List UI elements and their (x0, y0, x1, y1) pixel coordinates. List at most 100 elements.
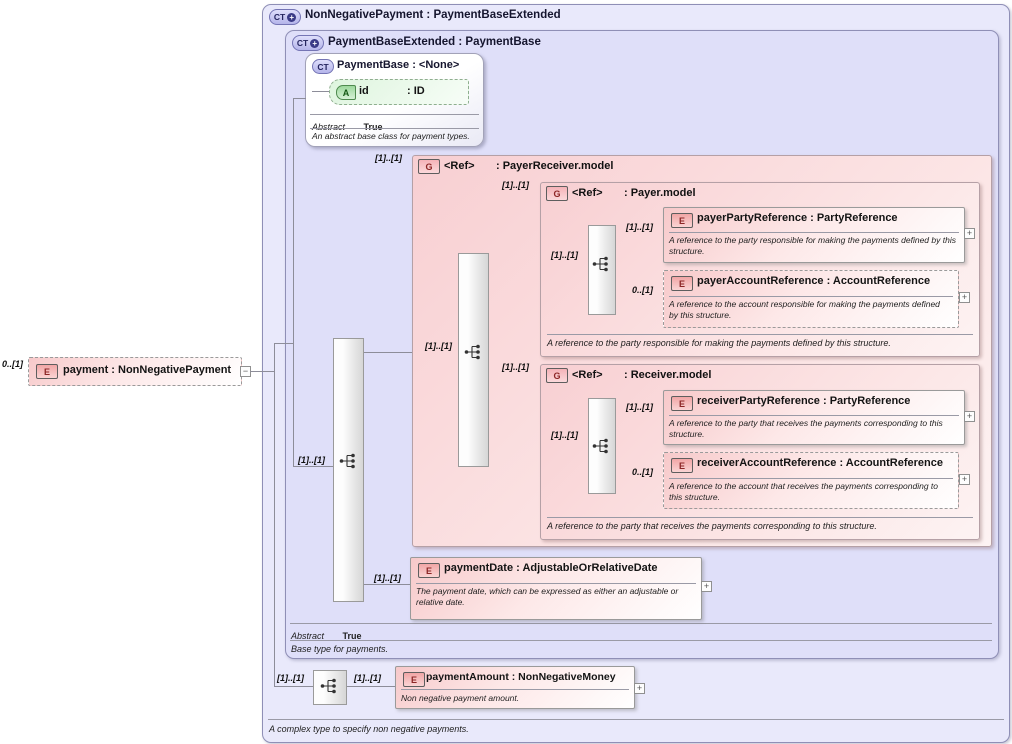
element-divider (669, 232, 959, 233)
expand-button[interactable]: + (701, 581, 712, 592)
paymentamount-title: paymentAmount : NonNegativeMoney (426, 671, 616, 683)
element-paymentamount[interactable]: E paymentAmount : NonNegativeMoney Non n… (395, 666, 635, 709)
payer-group-doc: A reference to the party responsible for… (547, 338, 891, 348)
connector-line (363, 584, 411, 585)
connector-line (345, 686, 395, 687)
abstract-label: Abstract (312, 122, 346, 132)
sequence-icon (320, 678, 336, 694)
receiveraccount-doc: A reference to the account that receives… (669, 481, 939, 503)
receiver-ref: <Ref> (572, 369, 603, 381)
paymentbase-doc: An abstract base class for payment types… (312, 131, 470, 141)
element-badge: E (671, 458, 693, 473)
connector-line (274, 343, 294, 344)
group-badge: G (546, 186, 568, 201)
attribute-type: : ID (407, 85, 425, 97)
derived-plus-icon: + (310, 38, 320, 48)
paymentbase-title: PaymentBase : <None> (337, 59, 460, 71)
element-badge: E (418, 563, 440, 578)
cardinality-receiveraccount: 0..[1] (632, 467, 654, 477)
element-divider (669, 478, 953, 479)
receiver-footer-divider (547, 517, 973, 518)
sequence-compositor (313, 670, 347, 705)
cardinality-base-sequence: [1]..[1] (298, 455, 325, 465)
element-paymentdate[interactable]: E paymentDate : AdjustableOrRelativeDate… (410, 557, 702, 620)
element-badge: E (671, 396, 693, 411)
receiver-group-doc: A reference to the party that receives t… (547, 521, 877, 531)
cardinality-payerparty: [1]..[1] (626, 222, 653, 232)
element-receiveraccountreference[interactable]: E receiverAccountReference : AccountRefe… (663, 452, 959, 509)
element-badge-label: E (678, 398, 685, 409)
group-badge: G (418, 159, 440, 174)
cardinality-receiver-sequence: [1]..[1] (551, 430, 578, 440)
element-badge: E (671, 213, 693, 228)
cardinality-payerreceiver-group: [1]..[1] (375, 153, 402, 163)
payeraccount-title: payerAccountReference : AccountReference (697, 275, 931, 287)
group-badge-label: G (553, 188, 561, 199)
abstract-divider-top (290, 623, 992, 624)
sequence-compositor (333, 338, 364, 602)
element-badge-label: E (410, 674, 417, 685)
element-divider (669, 415, 959, 416)
element-divider (416, 583, 696, 584)
receiverparty-doc: A reference to the party that receives t… (669, 418, 943, 440)
element-payeraccountreference[interactable]: E payerAccountReference : AccountReferen… (663, 270, 959, 328)
cardinality-payeraccount: 0..[1] (632, 285, 654, 295)
ct-badge: CT (312, 59, 334, 74)
connector-line (293, 98, 294, 466)
ct-badge-label: CT (296, 38, 309, 48)
expand-button[interactable]: + (964, 228, 975, 239)
expand-button[interactable]: + (964, 411, 975, 422)
expand-button[interactable]: + (634, 683, 645, 694)
sequence-icon (592, 438, 608, 454)
outer-footer-divider (268, 719, 1004, 720)
attribute-id[interactable]: A id : ID (329, 79, 469, 105)
sequence-icon (592, 256, 608, 272)
abstract-value: True (342, 631, 362, 641)
sequence-icon (464, 344, 480, 360)
cardinality-payment: 0..[1] (2, 359, 24, 369)
ct-badge-label: CT (317, 61, 329, 72)
connector-line (293, 466, 333, 467)
receiveraccount-title: receiverAccountReference : AccountRefere… (697, 457, 943, 469)
element-badge: E (403, 672, 425, 687)
payer-footer-divider (547, 334, 973, 335)
sequence-compositor (458, 253, 489, 467)
cardinality-bottom-sequence: [1]..[1] (277, 673, 304, 683)
derived-plus-icon: + (287, 12, 297, 22)
attribute-badge-label: A (342, 87, 350, 98)
element-payment[interactable]: E payment : NonNegativePayment (28, 357, 242, 386)
payment-title: payment : NonNegativePayment (63, 364, 232, 376)
abstract-row: Abstract True (312, 117, 382, 135)
paymentbaseextended-title: PaymentBaseExtended : PaymentBase (328, 36, 541, 48)
element-badge: E (36, 364, 58, 379)
receiverparty-title: receiverPartyReference : PartyReference (697, 395, 911, 407)
connector-line (293, 98, 306, 99)
cardinality-payer-sequence: [1]..[1] (551, 250, 578, 260)
attribute-badge: A (336, 85, 356, 100)
cardinality-receiverparty: [1]..[1] (626, 402, 653, 412)
connector-line (312, 91, 330, 92)
payer-ref: <Ref> (572, 187, 603, 199)
payerparty-doc: A reference to the party responsible for… (669, 235, 956, 257)
paymentbaseextended-doc: Base type for payments. (291, 644, 389, 654)
element-receiverpartyreference[interactable]: E receiverPartyReference : PartyReferenc… (663, 390, 965, 445)
group-badge: G (546, 368, 568, 383)
element-divider (401, 689, 629, 690)
expand-button[interactable]: + (959, 292, 970, 303)
element-badge: E (671, 276, 693, 291)
cardinality-paymentamount: [1]..[1] (354, 673, 381, 683)
paymentbase-divider-bottom (310, 128, 479, 129)
expand-button[interactable]: + (959, 474, 970, 485)
sequence-icon (339, 453, 355, 469)
paymentamount-doc: Non negative payment amount. (401, 693, 520, 703)
payeraccount-doc: A reference to the account responsible f… (669, 299, 940, 321)
receiver-type: : Receiver.model (624, 369, 712, 381)
payerreceiver-ref: <Ref> (444, 160, 475, 172)
abstract-divider-bottom (290, 640, 992, 641)
connector-line (363, 352, 458, 353)
paymentdate-title: paymentDate : AdjustableOrRelativeDate (444, 562, 658, 574)
abstract-row: Abstract True (291, 626, 361, 644)
element-payerpartyreference[interactable]: E payerPartyReference : PartyReference A… (663, 207, 965, 263)
attribute-name: id (359, 85, 369, 97)
